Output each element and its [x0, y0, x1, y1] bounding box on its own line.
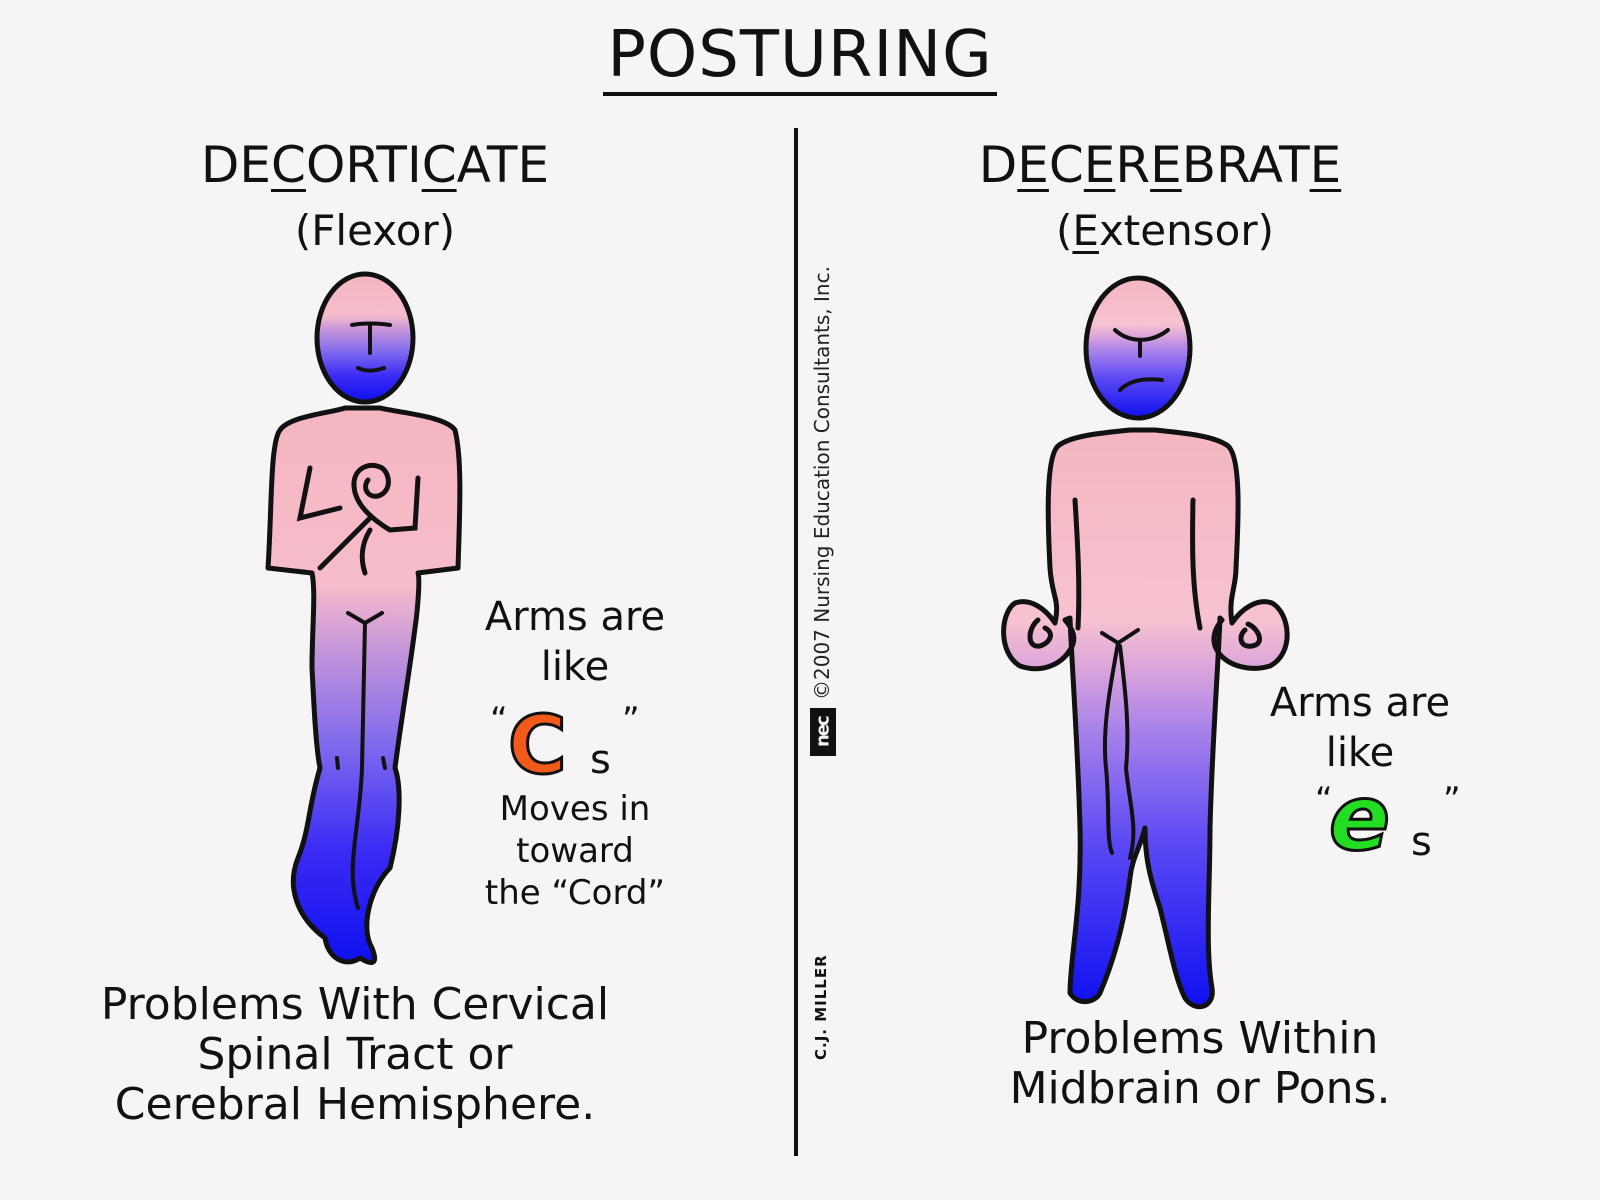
decorticate-heading: DECORTICATE [160, 136, 590, 194]
big-orange-c: C [507, 699, 569, 792]
subheading-rest: xtensor) [1098, 206, 1274, 255]
heading-part: R [1115, 136, 1151, 194]
page-title: POSTURING [0, 18, 1600, 96]
open-quote: “ [490, 700, 508, 740]
letter-c-graphic: “ C s ” [490, 700, 660, 790]
heading-underlined-e: E [1150, 136, 1182, 194]
artist-signature: C.J. MILLER [812, 954, 830, 1060]
figure-body [265, 271, 463, 965]
close-quote: ” [1443, 780, 1461, 820]
flexor-subheading: (Flexor) [294, 206, 456, 255]
left-arms-note: Arms are like [460, 592, 690, 692]
note-line: toward [516, 831, 634, 871]
heading-part: C [1048, 136, 1084, 194]
heading-underlined-c: C [271, 136, 306, 194]
paren: ( [1056, 206, 1073, 255]
face-neutral [350, 321, 392, 373]
center-divider [794, 128, 798, 1156]
nec-logo-icon: nec [810, 708, 836, 756]
heading-underlined-c: C [421, 136, 457, 194]
face-frown [1113, 328, 1170, 392]
heading-underlined-e: E [1017, 136, 1049, 194]
open-quote: “ [1315, 780, 1333, 820]
decorticate-cause-text: Problems With Cervical Spinal Tract or C… [95, 980, 615, 1130]
note-line: Moves in [499, 789, 651, 829]
note-line: like [540, 644, 610, 690]
leg-lines [1100, 628, 1140, 860]
cause-line: Cerebral Hemisphere. [114, 1079, 596, 1130]
cause-line: Spinal Tract or [197, 1029, 513, 1080]
moves-toward-cord-note: Moves in toward the “Cord” [460, 788, 690, 914]
heading-part: ORTI [305, 136, 422, 194]
decerebrate-heading: DECEREBRATE [950, 136, 1370, 194]
heading-underlined-e: E [1083, 136, 1116, 194]
cause-line: Problems Within [1021, 1013, 1379, 1064]
heading-underlined-e: E [1309, 136, 1342, 194]
letter-e-graphic: “ e s ” [1315, 772, 1485, 880]
heading-part: BRAT [1181, 136, 1310, 194]
underlined-e: E [1072, 206, 1099, 255]
note-line: the “Cord” [484, 873, 666, 913]
copyright-text: ©2007 Nursing Education Consultants, Inc… [810, 266, 834, 700]
right-arms-note: Arms are like [1245, 678, 1475, 778]
leg-lines [335, 611, 387, 910]
note-line: Arms are [484, 594, 666, 640]
decerebrate-figure-illustration [1001, 275, 1290, 1010]
close-quote: ” [622, 700, 640, 740]
big-green-e: e [1327, 766, 1391, 871]
decorticate-figure-illustration [265, 271, 463, 965]
extended-arm-lines [1027, 497, 1262, 649]
note-line: Arms are [1269, 680, 1451, 726]
flexed-arms [296, 462, 421, 576]
heading-part: D [978, 136, 1018, 194]
heading-part: DE [200, 136, 272, 194]
extensor-subheading: (Extensor) [1010, 206, 1320, 255]
heading-part: ATE [456, 136, 550, 194]
title-text: POSTURING [603, 20, 997, 96]
cause-line: Midbrain or Pons. [1009, 1063, 1391, 1114]
decerebrate-cause-text: Problems Within Midbrain or Pons. [985, 1014, 1415, 1114]
small-s: s [1411, 819, 1432, 865]
note-line: like [1325, 730, 1395, 776]
cause-line: Problems With Cervical [100, 979, 610, 1030]
small-s: s [590, 737, 611, 783]
